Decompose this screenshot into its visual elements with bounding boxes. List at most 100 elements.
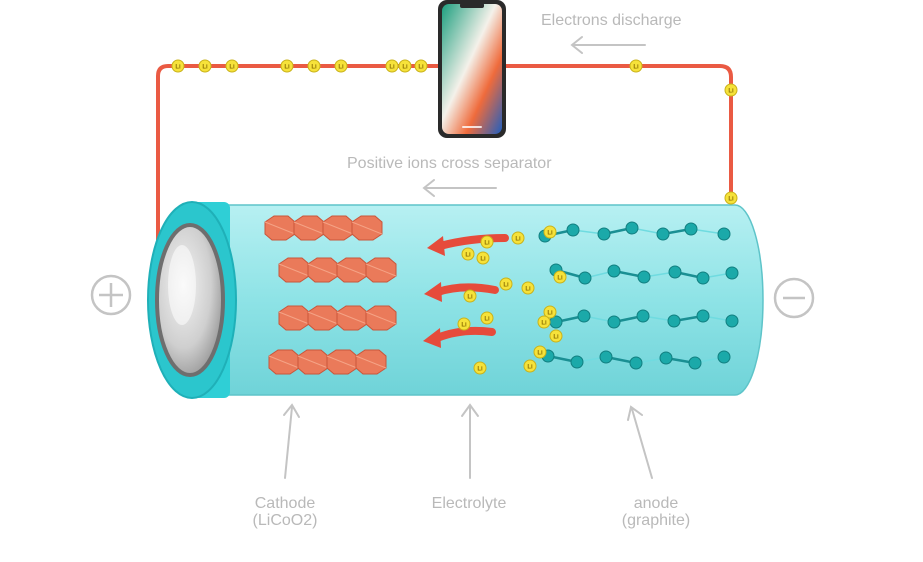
cathode-crystal-edge — [351, 221, 383, 235]
lithium-ion: Li — [724, 191, 738, 205]
svg-text:Li: Li — [402, 65, 408, 71]
ion-flow-arrows — [423, 234, 509, 348]
cathode-pointer-arrow — [283, 403, 300, 479]
lithium-ion: Li — [463, 289, 477, 303]
svg-text:Li: Li — [633, 65, 639, 71]
cell-metal-highlight — [168, 245, 196, 325]
lithium-ion: Li — [499, 277, 513, 291]
anode-atom — [717, 227, 731, 241]
anode-label: anode (graphite) — [598, 495, 714, 529]
cathode-label: Cathode (LiCoO2) — [233, 495, 337, 529]
anode-atom — [636, 309, 650, 323]
lithium-ion: Li — [385, 59, 399, 73]
plus-terminal-icon — [90, 274, 132, 316]
lithium-ion: Li — [549, 329, 563, 343]
svg-text:Li: Li — [311, 65, 317, 71]
lithium-ion: Li — [533, 345, 547, 359]
ion-flow-arrow — [436, 234, 509, 250]
direction-arrows — [283, 36, 653, 479]
cathode-label-title: Cathode — [254, 495, 316, 512]
anode-atom — [607, 264, 621, 278]
anode-atom — [696, 309, 710, 323]
svg-text:Li: Li — [202, 65, 208, 71]
lithium-ion: Li — [171, 59, 185, 73]
lithium-ion: Li — [414, 59, 428, 73]
anode-atom — [578, 271, 592, 285]
svg-text:Li: Li — [503, 283, 509, 289]
svg-text:Li: Li — [515, 237, 521, 243]
ion-direction-arrow — [422, 179, 497, 197]
svg-text:Li: Li — [557, 276, 563, 282]
svg-text:Li: Li — [484, 241, 490, 247]
cathode-crystal-edge — [278, 263, 310, 277]
svg-text:Li: Li — [484, 317, 490, 323]
cathode-crystal-edge — [336, 311, 368, 325]
lithium-ion: Li — [523, 359, 537, 373]
anode-atom — [597, 227, 611, 241]
electrolyte-label: Electrolyte — [431, 495, 507, 512]
svg-text:Li: Li — [229, 65, 235, 71]
svg-text:Li: Li — [527, 365, 533, 371]
svg-text:Li: Li — [389, 65, 395, 71]
svg-text:Li: Li — [728, 197, 734, 203]
cathode-crystal-edge — [322, 221, 354, 235]
cathode-crystal-edge — [297, 355, 329, 369]
anode-atom — [717, 350, 731, 364]
lithium-ion: Li — [543, 225, 557, 239]
svg-text:Li: Li — [480, 257, 486, 263]
anode-atom — [577, 309, 591, 323]
ion-flow-arrowhead — [427, 236, 445, 256]
anode-atom — [725, 266, 739, 280]
lithium-ion: Li — [480, 235, 494, 249]
lithium-ion: Li — [629, 59, 643, 73]
svg-text:Li: Li — [175, 65, 181, 71]
minus-terminal-icon — [773, 277, 815, 319]
lithium-ion: Li — [280, 59, 294, 73]
svg-text:Li: Li — [338, 65, 344, 71]
ion-flow-arrow — [433, 326, 496, 342]
cathode-crystal-edge — [365, 311, 397, 325]
cathode-label-sub: (LiCoO2) — [252, 512, 318, 529]
ions-cross-separator-label: Positive ions cross separator — [347, 155, 552, 172]
cathode-crystal-edge — [326, 355, 358, 369]
svg-text:Li: Li — [547, 231, 553, 237]
svg-text:Li: Li — [541, 321, 547, 327]
lithium-ion: Li — [476, 251, 490, 265]
cathode-crystal-edge — [264, 221, 296, 235]
anode-label-title: anode — [633, 495, 679, 512]
svg-text:Li: Li — [728, 89, 734, 95]
svg-text:Li: Li — [465, 253, 471, 259]
cathode-crystal-edge — [307, 263, 339, 277]
cathode-crystal-edge — [268, 355, 300, 369]
electrons-discharge-label: Electrons discharge — [541, 12, 682, 29]
smartphone-icon — [438, 0, 506, 138]
anode-atom — [684, 222, 698, 236]
anode-atom — [607, 315, 621, 329]
anode-atom — [637, 270, 651, 284]
lithium-ion: Li — [511, 231, 525, 245]
anode-atom — [566, 223, 580, 237]
phone-notch — [460, 3, 484, 8]
lithium-ion: Li — [537, 315, 551, 329]
svg-text:Li: Li — [418, 65, 424, 71]
svg-text:Li: Li — [553, 335, 559, 341]
svg-text:Li: Li — [547, 311, 553, 317]
lithium-ion: Li — [398, 59, 412, 73]
svg-text:Li: Li — [461, 323, 467, 329]
anode-atom — [696, 271, 710, 285]
lithium-ion: Li — [457, 317, 471, 331]
anode-atom — [659, 351, 673, 365]
anode-pointer-arrow — [627, 405, 653, 479]
electron-direction-arrow — [570, 36, 646, 54]
anode-atom — [667, 314, 681, 328]
svg-text:Li: Li — [477, 367, 483, 373]
cathode-crystal-edge — [365, 263, 397, 277]
anode-atom — [570, 355, 584, 369]
battery-cell — [147, 201, 764, 399]
ion-flow-arrowhead — [424, 282, 442, 302]
ion-flow-arrowhead — [423, 328, 441, 348]
lithium-ion: Li — [225, 59, 239, 73]
